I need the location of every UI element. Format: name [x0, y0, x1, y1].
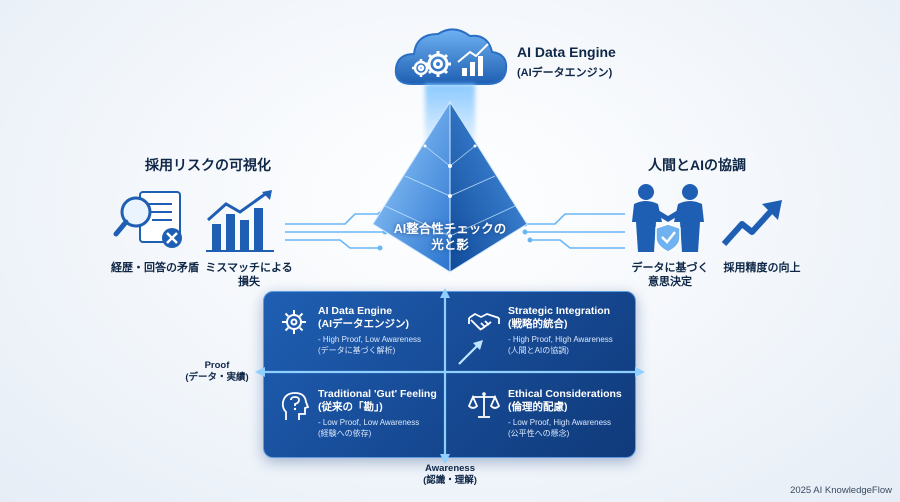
matrix-panel [263, 291, 636, 458]
pyramid-label: AI整合性チェックの 光と影 [385, 221, 515, 253]
q-tr-desc1: - High Proof, High Awareness [508, 335, 613, 344]
head-question-icon [280, 390, 310, 422]
handshake-icon [467, 308, 501, 336]
q-tr-title1: Strategic Integration [508, 305, 611, 317]
q-tr-title2: (戦略的統合) [508, 318, 568, 330]
quadrant-top-left: AI Data Engine (AIデータエンジン) - High Proof,… [318, 305, 438, 356]
q-br-desc2: (公平性への懸念) [508, 429, 570, 438]
cloud-engine-icon [392, 22, 510, 94]
handshake-shield-icon [628, 182, 708, 256]
pyramid-label-line1: AI整合性チェックの [393, 222, 507, 236]
q-br-title2: (倫理的配慮) [508, 401, 568, 413]
pyramid-prism [365, 96, 535, 276]
quadrant-top-right: Strategic Integration (戦略的統合) - High Pro… [508, 305, 633, 356]
engine-title: AI Data Engine [517, 44, 616, 60]
right-item1-line1: データに基づく [631, 262, 709, 274]
q-bl-desc1: - Low Proof, Low Awareness [318, 418, 420, 427]
left-item2-line2: 損失 [238, 276, 260, 288]
q-bl-title2: (従来の「勘」) [318, 401, 383, 413]
q-bl-title1: Traditional 'Gut' Feeling [318, 388, 437, 400]
q-tl-title2: (AIデータエンジン) [318, 318, 409, 330]
left-heading: 採用リスクの可視化 [145, 157, 271, 173]
right-item1-line2: 意思決定 [648, 276, 692, 288]
document-magnifier-icon [112, 186, 192, 256]
x-axis-label: Awareness (認識・理解) [400, 463, 500, 487]
q-tl-desc1: - High Proof, Low Awareness [318, 335, 422, 344]
y-axis-label: Proof (データ・実績) [172, 360, 262, 384]
x-axis-line1: Awareness [425, 463, 475, 474]
quadrant-bottom-right: Ethical Considerations (倫理的配慮) - Low Pro… [508, 388, 633, 439]
y-axis-line1: Proof [204, 360, 230, 371]
gear-icon [279, 307, 309, 337]
scales-icon [468, 390, 500, 420]
right-heading: 人間とAIの協調 [648, 157, 746, 173]
right-item1-label: データに基づく 意思決定 [620, 261, 720, 289]
x-axis-line2: (認識・理解) [423, 475, 477, 486]
left-item2-line1: ミスマッチによる [205, 262, 293, 274]
q-bl-desc2: (経験への依存) [318, 429, 372, 438]
quadrant-bottom-left: Traditional 'Gut' Feeling (従来の「勘」) - Low… [318, 388, 440, 439]
engine-subtitle: (AIデータエンジン) [517, 67, 613, 79]
right-item2-label: 採用精度の向上 [723, 262, 801, 274]
left-item2-label: ミスマッチによる 損失 [195, 261, 303, 289]
y-axis-line2: (データ・実績) [185, 372, 249, 383]
q-tr-desc2: (人間とAIの協調) [508, 346, 569, 355]
growth-arrow-icon [720, 196, 786, 250]
matrix-axes [255, 288, 645, 464]
pyramid-label-line2: 光と影 [431, 238, 469, 252]
left-item1-label: 経歴・回答の矛盾 [111, 262, 199, 274]
bar-chart-trend-icon [204, 190, 284, 254]
q-br-desc1: - Low Proof, High Awareness [508, 418, 612, 427]
q-tl-title1: AI Data Engine [318, 305, 393, 317]
footer-credit: 2025 AI KnowledgeFlow [790, 485, 892, 496]
q-tl-desc2: (データに基づく解析) [318, 346, 396, 355]
q-br-title1: Ethical Considerations [508, 388, 622, 400]
